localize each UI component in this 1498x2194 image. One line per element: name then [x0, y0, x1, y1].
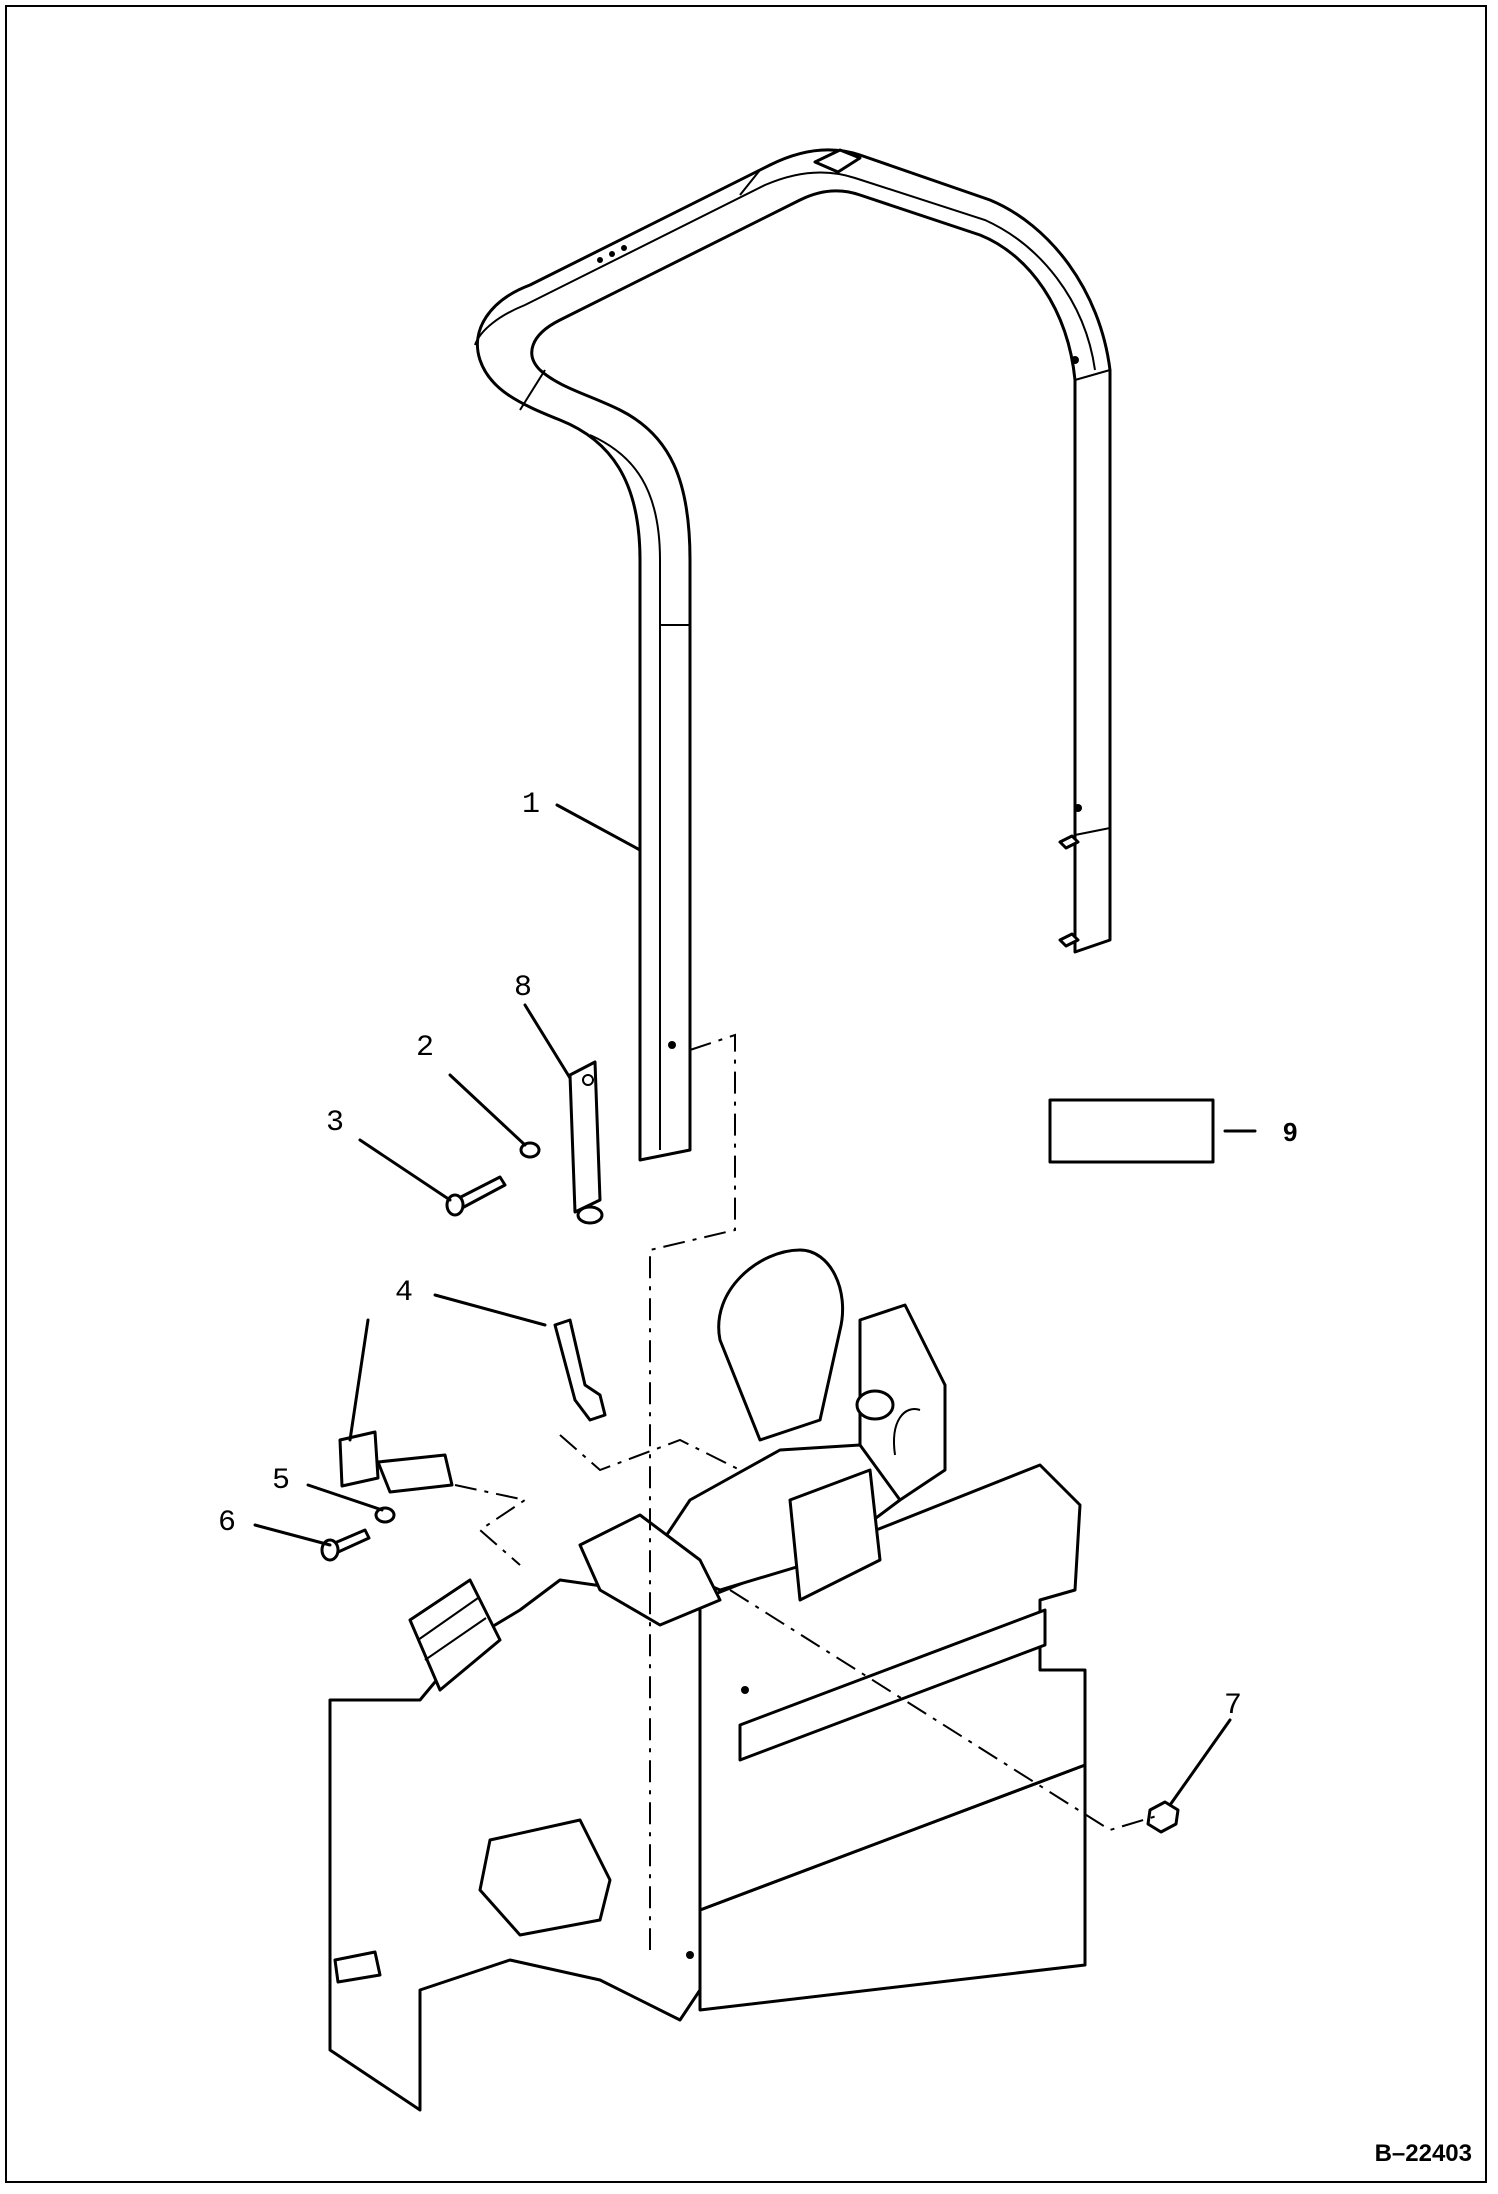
mount-bracket: [568, 1060, 604, 1225]
assembly-centerlines: [454, 1033, 1161, 1950]
callout-2: 2: [416, 1031, 434, 1065]
callout-3: 3: [326, 1106, 344, 1140]
leader-lines: [253, 803, 1232, 1807]
callout-6: 6: [218, 1506, 236, 1540]
clip-lower: [338, 1430, 454, 1494]
decal: [1048, 1098, 1257, 1164]
drawing-frame: [5, 5, 1487, 2183]
washer-and-bolt: [445, 1141, 541, 1217]
callout-9: 9: [1283, 1117, 1297, 1147]
callout-labels: 1 2 3 8 4 5 6 7 9: [218, 788, 1297, 1723]
callout-4a: 4: [395, 1276, 413, 1310]
nut: [1146, 1800, 1180, 1834]
clip-upper: [553, 1318, 607, 1422]
callout-5: 5: [272, 1464, 290, 1498]
washer-and-bolt-lower: [320, 1506, 396, 1562]
callout-7: 7: [1224, 1689, 1242, 1723]
rops-frame: [474, 148, 1112, 1162]
machine-body: [328, 1248, 1087, 2112]
drawing-number: B–22403: [1374, 2140, 1472, 2167]
callout-1: 1: [522, 788, 540, 822]
callout-8: 8: [514, 971, 532, 1005]
